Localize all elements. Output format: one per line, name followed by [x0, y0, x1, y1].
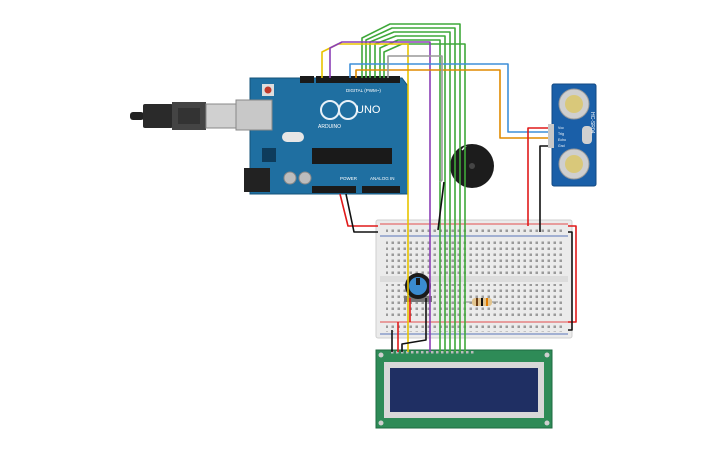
ultrasonic-sensor[interactable]: HC-SR04 Vcc Trig Echo Gnd	[548, 83, 597, 187]
wire-green-1	[361, 23, 461, 352]
wire-blue	[349, 63, 548, 133]
digital-label: DIGITAL (PWM~)	[346, 88, 381, 93]
wire-gray	[387, 55, 443, 183]
arduino-brand-label: ARDUINO	[318, 124, 341, 130]
breadboard[interactable]	[375, 219, 573, 339]
wire-green-5	[379, 39, 441, 352]
resistor[interactable]	[466, 298, 498, 306]
wire-green-4	[374, 35, 446, 352]
sensor-pin-gnd: Gnd	[558, 144, 565, 148]
wire-green-2	[365, 27, 456, 352]
usb-port	[235, 99, 273, 131]
lcd-pin-header[interactable]	[390, 351, 476, 356]
digital-header[interactable]	[316, 76, 400, 83]
wire-purple	[329, 41, 431, 352]
wire-black-pot	[401, 298, 427, 352]
sensor-model-label: HC-SR04	[589, 112, 595, 134]
wire-black-rail	[568, 231, 573, 331]
wires	[321, 23, 577, 352]
power-jack	[244, 168, 270, 192]
lcd-screen	[390, 368, 538, 412]
wire-red-sensor	[527, 127, 548, 226]
piezo-buzzer[interactable]	[450, 144, 494, 188]
wire-green-3	[369, 31, 451, 352]
sensor-pin-echo: Echo	[558, 138, 566, 142]
lcd-display[interactable]	[375, 349, 553, 429]
arduino-uno-board[interactable]: ARDUINO UNO DIGITAL (PWM~) POWER ANALOG …	[235, 76, 409, 195]
wire-black-sensor	[539, 145, 548, 232]
analog-header[interactable]	[362, 186, 400, 193]
sensor-pin-vcc: Vcc	[558, 126, 564, 130]
analog-label: ANALOG IN	[370, 176, 395, 181]
arduino-model-label: UNO	[356, 104, 381, 116]
power-header[interactable]	[312, 186, 356, 193]
wire-orange	[355, 69, 548, 139]
wire-black-buzzer	[437, 181, 445, 231]
usb-cable	[130, 102, 241, 130]
potentiometer[interactable]	[404, 273, 432, 302]
power-label: POWER	[340, 176, 358, 181]
wire-red-power	[339, 193, 378, 227]
sensor-pin-trig: Trig	[558, 132, 564, 136]
microcontroller-chip	[312, 148, 392, 164]
wire-black-gnd	[345, 193, 378, 233]
